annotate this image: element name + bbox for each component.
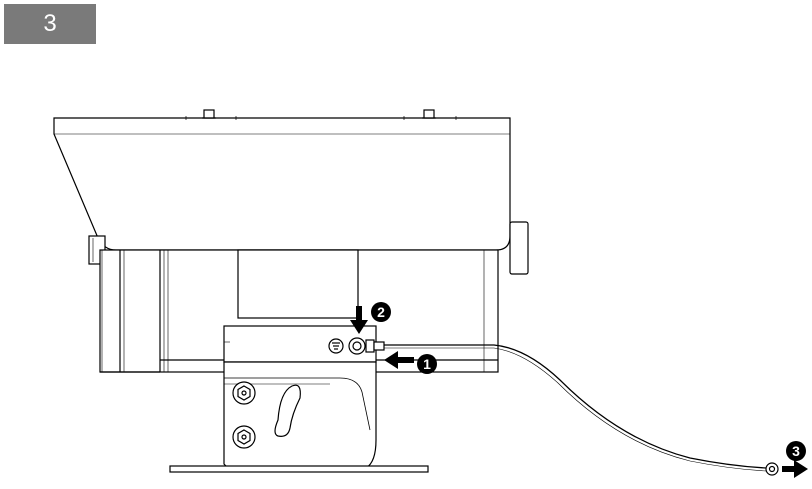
step-number: 3 bbox=[43, 10, 57, 37]
callout-2: 2 bbox=[371, 302, 391, 322]
callout-1: 1 bbox=[417, 354, 437, 374]
callout-3-number: 3 bbox=[792, 443, 800, 459]
rear-cap bbox=[509, 221, 529, 275]
callout-2-number: 2 bbox=[377, 304, 385, 320]
base-plate bbox=[169, 465, 429, 473]
ground-wire bbox=[384, 344, 767, 472]
ground-screw bbox=[348, 337, 385, 355]
ground-symbol-icon bbox=[328, 338, 344, 354]
arrow-down-icon bbox=[350, 306, 368, 334]
callout-3: 3 bbox=[786, 441, 806, 461]
sunshield bbox=[53, 109, 511, 251]
arrow-right-icon bbox=[782, 460, 808, 478]
step-badge: 3 bbox=[4, 4, 96, 44]
arrow-left-icon bbox=[384, 351, 414, 369]
ring-terminal-icon bbox=[765, 462, 779, 476]
hex-bolt-icon bbox=[232, 425, 256, 449]
bracket bbox=[223, 361, 377, 469]
callout-1-number: 1 bbox=[423, 356, 431, 372]
hex-bolt-icon bbox=[232, 381, 256, 405]
